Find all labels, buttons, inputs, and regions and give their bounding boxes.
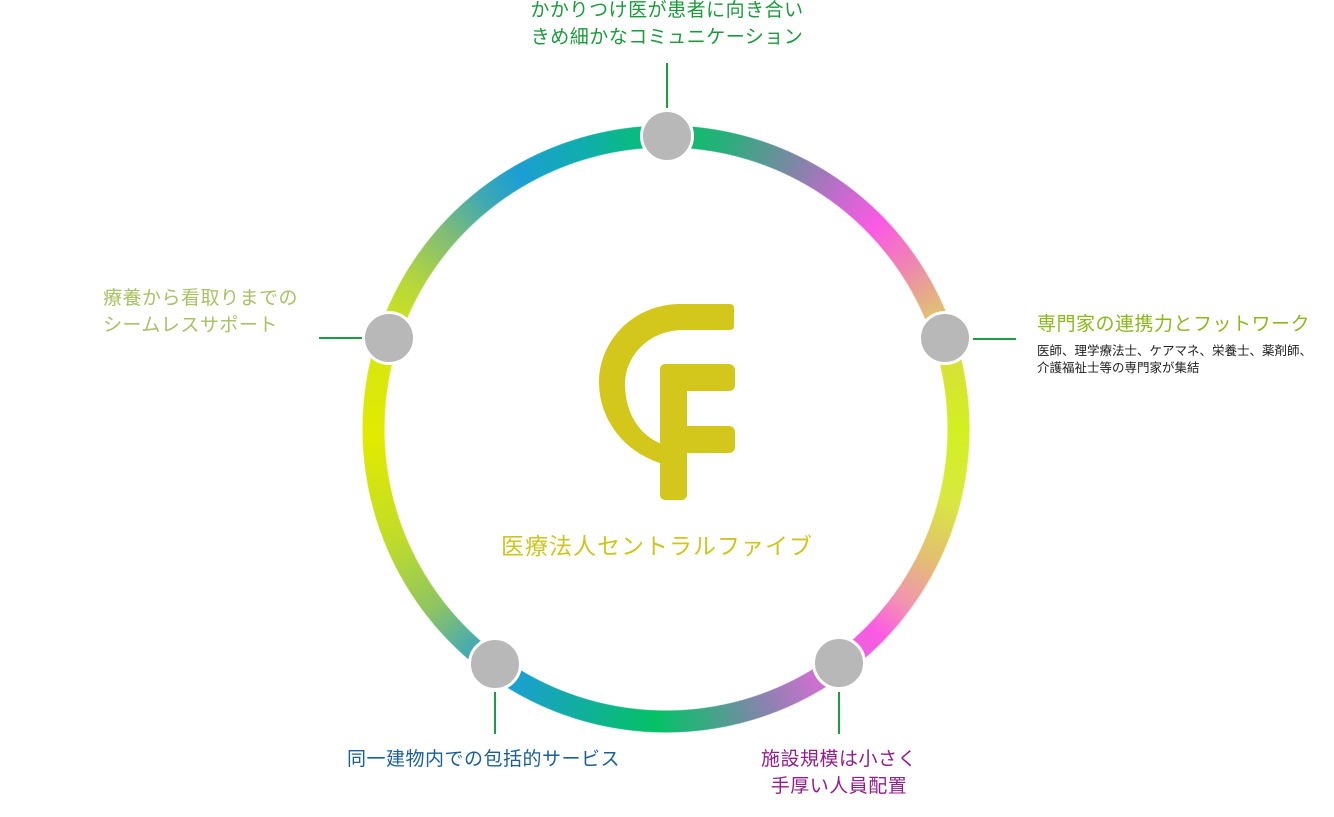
point-top-label: かかりつけ医が患者に向き合い きめ細かなコミュニケーション <box>0 0 1334 51</box>
connector-bottom-left <box>494 692 496 734</box>
connector-top <box>666 63 668 108</box>
point-top-line1: かかりつけ医が患者に向き合い <box>530 0 804 21</box>
cf-logo-icon <box>599 304 735 500</box>
point-left-label: 療養から看取りまでの シームレスサポート <box>103 285 298 339</box>
point-left-line1: 療養から看取りまでの <box>103 287 299 309</box>
organization-title: 医療法人セントラルファイブ <box>501 534 813 560</box>
point-top-line2: きめ細かなコミュニケーション <box>530 26 804 48</box>
point-right-detail-line2: 介護福祉士等の専門家が集結 <box>1037 360 1200 375</box>
node-right <box>918 311 972 365</box>
point-bottom-right-label: 施設規模は小さく 手厚い人員配置 <box>739 746 939 800</box>
point-left-line2: シームレスサポート <box>103 314 278 336</box>
point-right-detail-line1: 医師、理学療法士、ケアマネ、栄養士、薬剤師、 <box>1037 343 1313 358</box>
point-bottom-right-line1: 施設規模は小さく <box>760 748 917 770</box>
point-right-detail: 医師、理学療法士、ケアマネ、栄養士、薬剤師、 介護福祉士等の専門家が集結 <box>1037 342 1312 376</box>
node-bottom-left <box>468 637 522 691</box>
connector-left <box>319 337 362 339</box>
node-left <box>362 311 416 365</box>
node-bottom-right <box>812 636 866 690</box>
point-bottom-left-label: 同一建物内での包括的サービス <box>347 748 621 770</box>
point-right-heading: 専門家の連携力とフットワーク <box>1037 313 1311 335</box>
node-top <box>640 109 694 163</box>
connector-bottom-right <box>838 692 840 734</box>
point-bottom-right-line2: 手厚い人員配置 <box>770 775 908 797</box>
connector-right <box>973 338 1016 340</box>
